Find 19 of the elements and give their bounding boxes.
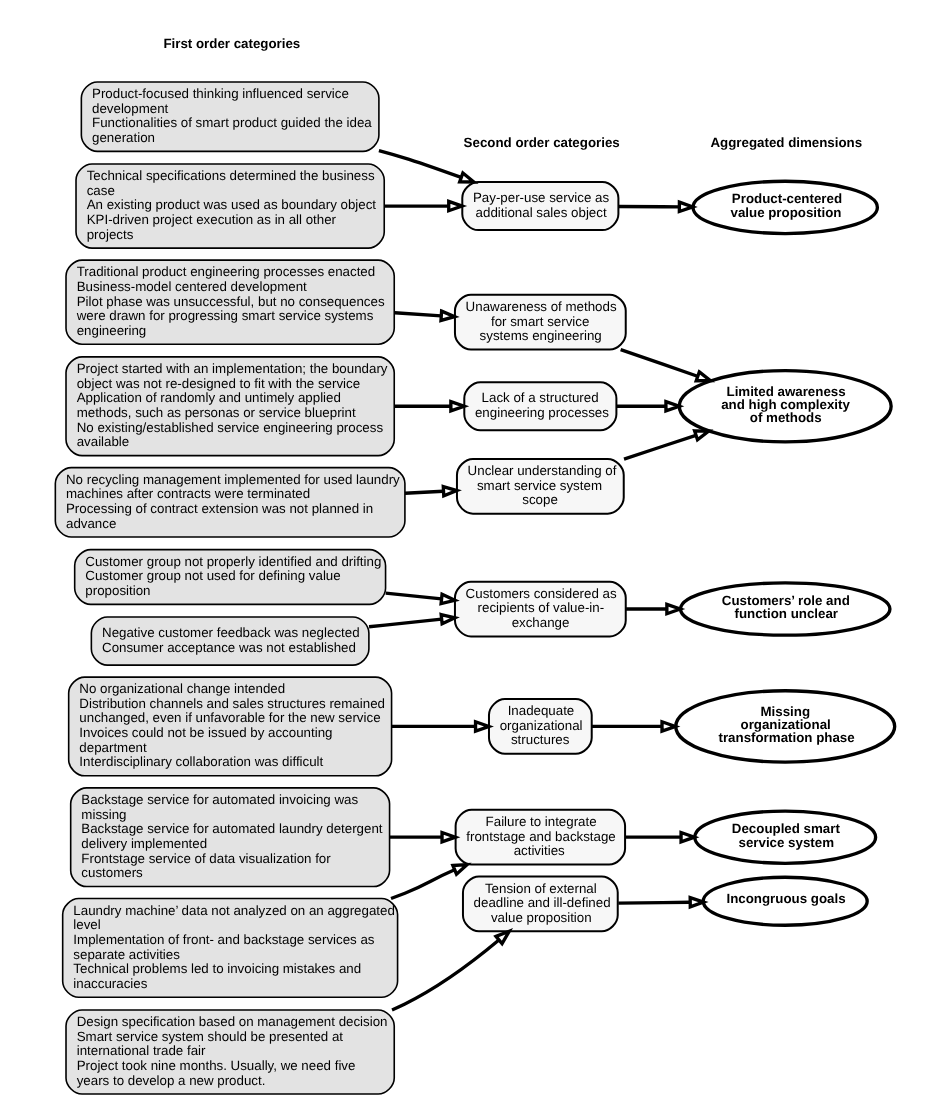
arrow (384, 591, 459, 606)
arrow (383, 199, 467, 214)
arrow (393, 308, 459, 323)
arrow (388, 830, 460, 845)
arrow (617, 199, 697, 214)
arrow (389, 862, 471, 901)
arrow (391, 719, 493, 734)
arrow (616, 399, 684, 414)
arrow (619, 348, 715, 383)
arrow (590, 719, 680, 734)
arrow (617, 895, 708, 910)
arrow (624, 830, 699, 845)
arrow (377, 149, 478, 184)
arrow (390, 928, 513, 1012)
arrow (403, 484, 461, 499)
arrow (622, 429, 713, 461)
arrow (367, 612, 459, 629)
arrow (393, 399, 469, 414)
arrow (625, 602, 685, 617)
